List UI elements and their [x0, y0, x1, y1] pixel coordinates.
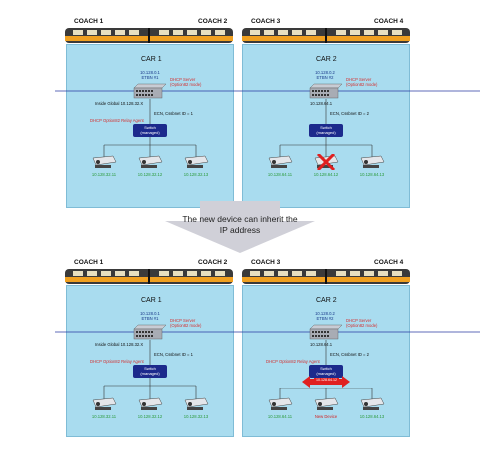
dhcp-server-label: DHCP Server — [346, 318, 372, 323]
backbone-line — [55, 90, 480, 92]
car-label: CAR 2 — [316, 297, 337, 304]
switch-label: Switch — [144, 125, 156, 130]
coach-label: COACH 4 — [374, 18, 404, 25]
router-ip: 10.128.0.2 — [315, 70, 335, 75]
coach-label: COACH 2 — [198, 259, 228, 266]
car-label: CAR 2 — [316, 56, 337, 63]
router-name: ETBN #1 — [141, 316, 159, 321]
switch-box: Switch(managed) — [133, 124, 167, 137]
dhcp-server-mode: (Option82 mode) — [346, 82, 378, 87]
dhcp-server-mode: (Option82 mode) — [170, 323, 202, 328]
relay-agent-label: DHCP Option82 Relay Agent — [90, 118, 144, 123]
device-icon — [138, 397, 163, 410]
link-line — [325, 340, 327, 366]
coach-label: COACH 1 — [74, 259, 104, 266]
train-icon — [65, 269, 233, 284]
new-device-label: New Device — [314, 414, 338, 419]
device-icon — [184, 155, 209, 168]
coach-label: COACH 2 — [198, 18, 228, 25]
assigned-ip-tag: 10.128.64.12 — [314, 378, 339, 382]
router-name: ETBN #2 — [316, 316, 334, 321]
dhcp-server-mode: (Option82 mode) — [170, 82, 202, 87]
train-icon — [65, 28, 233, 43]
switch-box: Switch(managed) — [309, 365, 343, 378]
coach-label: COACH 4 — [374, 259, 404, 266]
transition-text: The new device can inherit the IP addres… — [182, 214, 298, 235]
inside-global-label: Inside Global 10.128.32.X — [95, 101, 144, 106]
device-ip: 10.128.64.11 — [267, 414, 293, 419]
device-icon — [268, 397, 293, 410]
inside-global-label: Inside Global 10.128.32.X — [95, 342, 144, 347]
device-icon — [92, 397, 117, 410]
device-ip: 10.128.32.11 — [91, 414, 117, 419]
train-icon — [242, 28, 410, 43]
link-line — [325, 99, 327, 125]
device-ip: 10.128.32.13 — [183, 414, 209, 419]
switch-sub-label: (managed) — [140, 130, 160, 135]
device-icon — [184, 397, 209, 410]
device-icon — [92, 155, 117, 168]
router-ip: 10.128.0.2 — [315, 311, 335, 316]
switch-label: Switch — [144, 366, 156, 371]
device-ip: 10.128.32.11 — [91, 172, 117, 177]
down-arrow-icon — [165, 201, 315, 253]
ecn-label: ECN, Cssbnet ID = 2 — [330, 111, 369, 116]
failed-device-icon — [314, 154, 339, 170]
device-ip: 10.128.64.12 — [313, 172, 339, 177]
device-ip: 10.128.32.12 — [137, 414, 163, 419]
ecn-label: ECN, Cssbnet ID = 1 — [154, 111, 193, 116]
switch-sub-label: (managed) — [316, 371, 336, 376]
router-ip: 10.128.0.1 — [140, 70, 160, 75]
coach-label: COACH 1 — [74, 18, 104, 25]
link-lines — [103, 378, 197, 400]
car-label: CAR 1 — [141, 297, 162, 304]
device-icon — [138, 155, 163, 168]
router-icon — [309, 324, 343, 340]
device-ip: 10.128.64.13 — [359, 414, 385, 419]
coach-label: COACH 3 — [251, 259, 281, 266]
switch-label: Switch — [320, 125, 332, 130]
link-lines — [279, 388, 373, 400]
router-ip: 10.128.0.1 — [140, 311, 160, 316]
backbone-line — [55, 331, 480, 333]
switch-sub-label: (managed) — [140, 371, 160, 376]
device-ip: 10.128.32.13 — [183, 172, 209, 177]
router-icon — [133, 83, 167, 99]
device-icon — [360, 155, 385, 168]
switch-box: Switch(managed) — [133, 365, 167, 378]
dhcp-server-mode: (Option82 mode) — [346, 323, 378, 328]
inside-global-label: 10.128.64.1 — [310, 101, 333, 106]
router-name: ETBN #1 — [141, 75, 159, 80]
device-icon — [268, 155, 293, 168]
device-ip: 10.128.64.11 — [267, 172, 293, 177]
link-line — [149, 99, 151, 125]
device-icon — [360, 397, 385, 410]
dhcp-server-label: DHCP Server — [170, 318, 196, 323]
relay-agent-label: DHCP Option82 Relay Agent — [90, 359, 144, 364]
car-label: CAR 1 — [141, 56, 162, 63]
router-name: ETBN #2 — [316, 75, 334, 80]
switch-sub-label: (managed) — [316, 130, 336, 135]
router-icon — [309, 83, 343, 99]
switch-label: Switch — [320, 366, 332, 371]
new-device-icon — [314, 397, 339, 410]
ecn-label: ECN, Cssbnet ID = 1 — [154, 352, 193, 357]
link-line — [149, 340, 151, 366]
device-ip: 10.128.32.12 — [137, 172, 163, 177]
relay-agent-label: DHCP Option82 Relay Agent — [266, 359, 320, 364]
dhcp-server-label: DHCP Server — [346, 77, 372, 82]
device-ip: 10.128.64.13 — [359, 172, 385, 177]
train-icon — [242, 269, 410, 284]
inside-global-label: 10.128.64.1 — [310, 342, 333, 347]
ecn-label: ECN, Cssbnet ID = 2 — [330, 352, 369, 357]
dhcp-server-label: DHCP Server — [170, 77, 196, 82]
coach-label: COACH 3 — [251, 18, 281, 25]
router-icon — [133, 324, 167, 340]
switch-box: Switch(managed) — [309, 124, 343, 137]
